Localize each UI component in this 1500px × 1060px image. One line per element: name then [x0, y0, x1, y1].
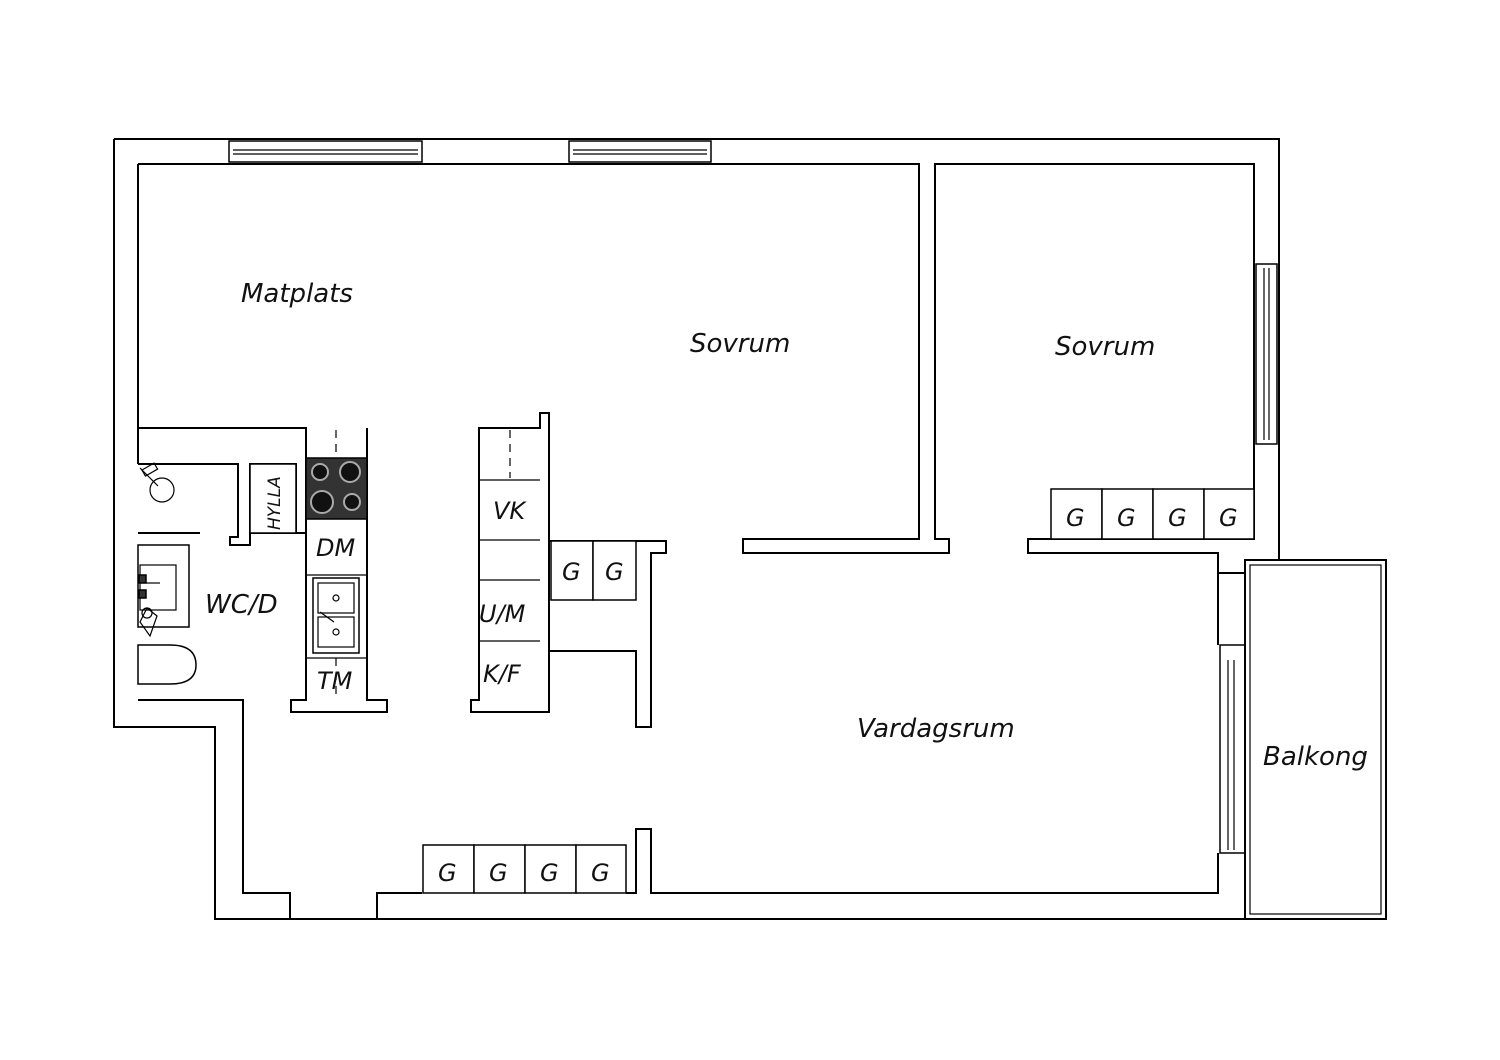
label-wardrobe: G	[591, 859, 610, 887]
label-kf: K/F	[483, 660, 522, 688]
room-label-matplats: Matplats	[241, 279, 353, 309]
room-label-wc-d: WC/D	[205, 590, 278, 620]
label-vk: VK	[493, 497, 527, 525]
window-bedroom-right	[1255, 263, 1278, 445]
label-wardrobe: G	[605, 558, 624, 586]
bedroom-wardrobes	[1050, 488, 1255, 540]
kitchen-counter-left	[305, 430, 368, 700]
label-wardrobe: G	[489, 859, 508, 887]
label-wardrobe: G	[1168, 504, 1187, 532]
room-label-vardagsrum: Vardagsrum	[857, 714, 1015, 744]
label-wardrobe: G	[1117, 504, 1136, 532]
room-label-sovrum-2: Sovrum	[1055, 332, 1155, 362]
label-wardrobe: G	[540, 859, 559, 887]
hallway-wardrobe-walls	[549, 540, 667, 728]
outer-walls	[113, 138, 1280, 920]
toilet-icon	[137, 607, 197, 685]
balcony	[1244, 559, 1387, 920]
label-wardrobe: G	[438, 859, 457, 887]
label-um: U/M	[479, 600, 526, 628]
living-room-wardrobes	[422, 844, 627, 894]
label-wardrobe: G	[1219, 504, 1238, 532]
label-hylla: HYLLA	[265, 476, 285, 530]
room-label-sovrum-1: Sovrum	[690, 329, 790, 359]
label-wardrobe: G	[1066, 504, 1085, 532]
hylla-shelf	[249, 463, 297, 534]
shower-icon	[139, 462, 175, 503]
label-tm: TM	[317, 667, 353, 695]
label-wardrobe: G	[562, 558, 581, 586]
window-top-right	[568, 140, 712, 163]
room-label-balkong: Balkong	[1263, 742, 1368, 772]
label-dm: DM	[316, 534, 355, 562]
kitchen-counter-right	[470, 412, 550, 713]
window-balcony-door	[1219, 644, 1246, 854]
window-top-left	[228, 140, 423, 163]
sink-icon	[137, 544, 190, 628]
